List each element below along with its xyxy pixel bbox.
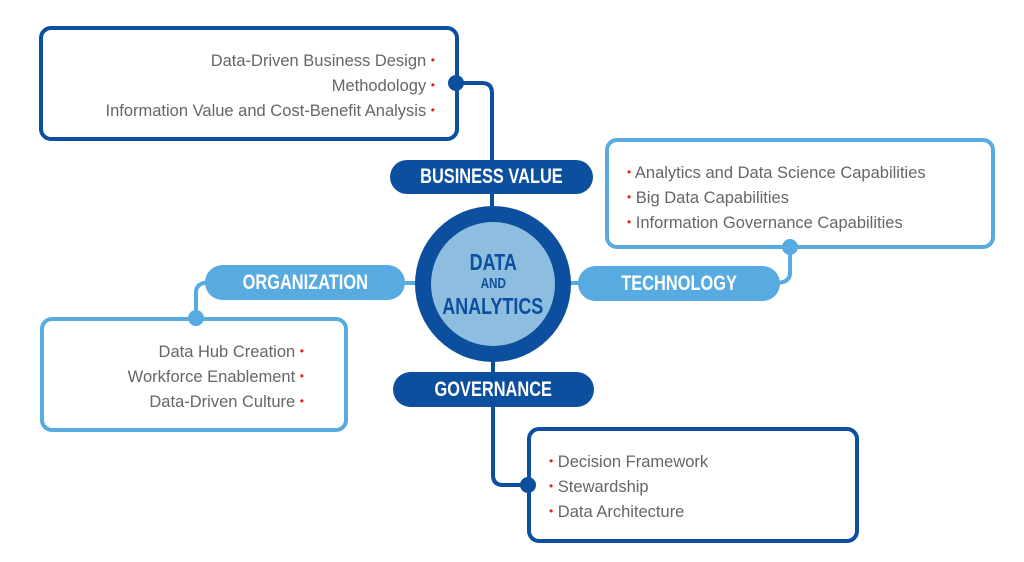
organization-dot: [188, 310, 204, 326]
center-circle: DATA AND ANALYTICS: [415, 206, 571, 362]
organization-box: Data Hub Creation • Workforce Enablement…: [40, 317, 348, 432]
governance-box: • Decision Framework • Stewardship • Dat…: [527, 427, 859, 543]
list-item: Data-Driven Business Design •: [210, 52, 435, 70]
business-value-connector: [456, 81, 494, 210]
business-value-pill: BUSINESS VALUE: [390, 160, 593, 194]
list-item: Information Value and Cost-Benefit Analy…: [105, 102, 436, 120]
list-item: Data Hub Creation •: [158, 343, 304, 361]
organization-pill: ORGANIZATION: [205, 265, 405, 300]
technology-dot: [782, 239, 798, 255]
center-line-analytics: ANALYTICS: [442, 292, 544, 319]
list-item: • Big Data Capabilities: [627, 189, 789, 207]
business-value-box: Data-Driven Business Design • Methodolog…: [39, 26, 459, 141]
technology-box: • Analytics and Data Science Capabilitie…: [605, 138, 995, 249]
center-line-and: AND: [480, 275, 506, 293]
center-line-data: DATA: [469, 248, 517, 275]
governance-dot: [520, 477, 536, 493]
list-item: Workforce Enablement •: [127, 368, 304, 386]
technology-pill: TECHNOLOGY: [578, 266, 780, 301]
list-item: Methodology •: [331, 77, 435, 95]
list-item: • Stewardship: [549, 478, 649, 496]
list-item: • Information Governance Capabilities: [627, 214, 903, 232]
list-item: • Analytics and Data Science Capabilitie…: [627, 164, 926, 182]
governance-pill: GOVERNANCE: [393, 372, 594, 407]
list-item: • Data Architecture: [549, 503, 685, 521]
center-label: DATA AND ANALYTICS: [431, 222, 555, 346]
list-item: • Decision Framework: [549, 453, 709, 471]
business-value-dot: [448, 75, 464, 91]
governance-connector: [491, 356, 528, 487]
list-item: Data-Driven Culture •: [149, 393, 304, 411]
